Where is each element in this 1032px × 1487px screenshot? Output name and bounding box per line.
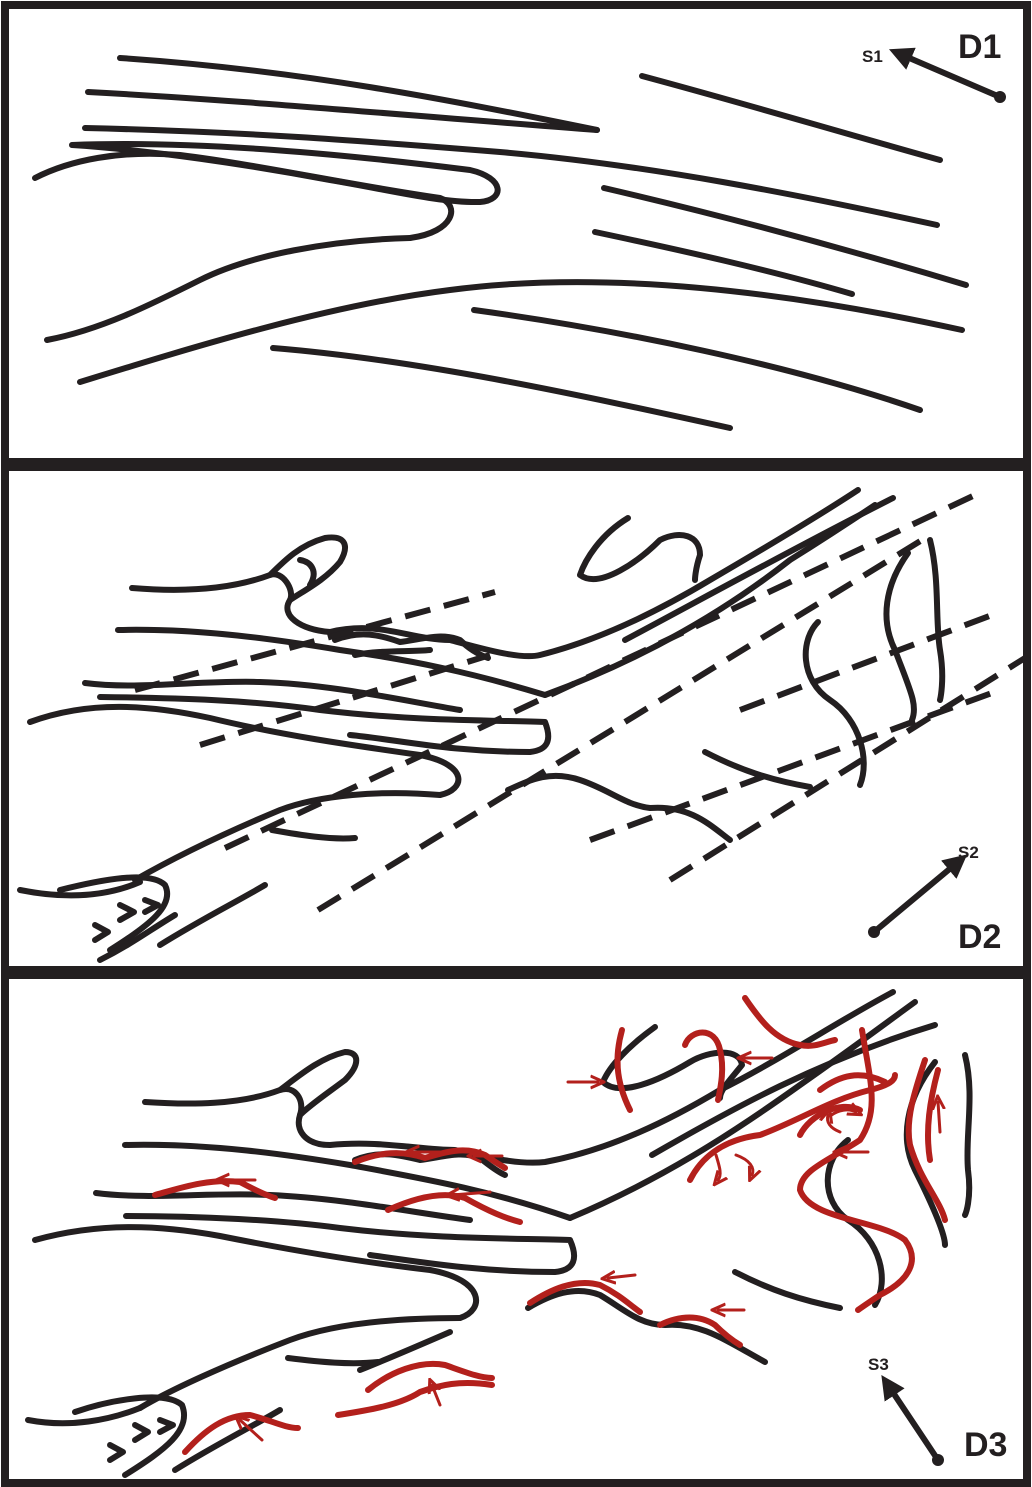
panel-d2-label: D2 xyxy=(958,918,1001,956)
d3-red-arrows xyxy=(222,1058,940,1440)
panel-d1: S1 D1 xyxy=(5,5,1027,462)
panel-d1-label: D1 xyxy=(958,28,1001,66)
s1-label: S1 xyxy=(862,47,883,66)
s2-label: S2 xyxy=(958,843,979,862)
panel-d3-label: D3 xyxy=(964,1426,1007,1464)
s3-label: S3 xyxy=(868,1355,889,1374)
panel-d2: S2 D2 xyxy=(5,467,1027,970)
panel-d3: S3 D3 xyxy=(5,975,1027,1483)
d1-foliation-lines xyxy=(35,58,966,428)
d3-fold-lines xyxy=(28,992,970,1475)
s3-stress-arrow xyxy=(888,1385,944,1466)
s2-stress-arrow xyxy=(868,862,958,938)
